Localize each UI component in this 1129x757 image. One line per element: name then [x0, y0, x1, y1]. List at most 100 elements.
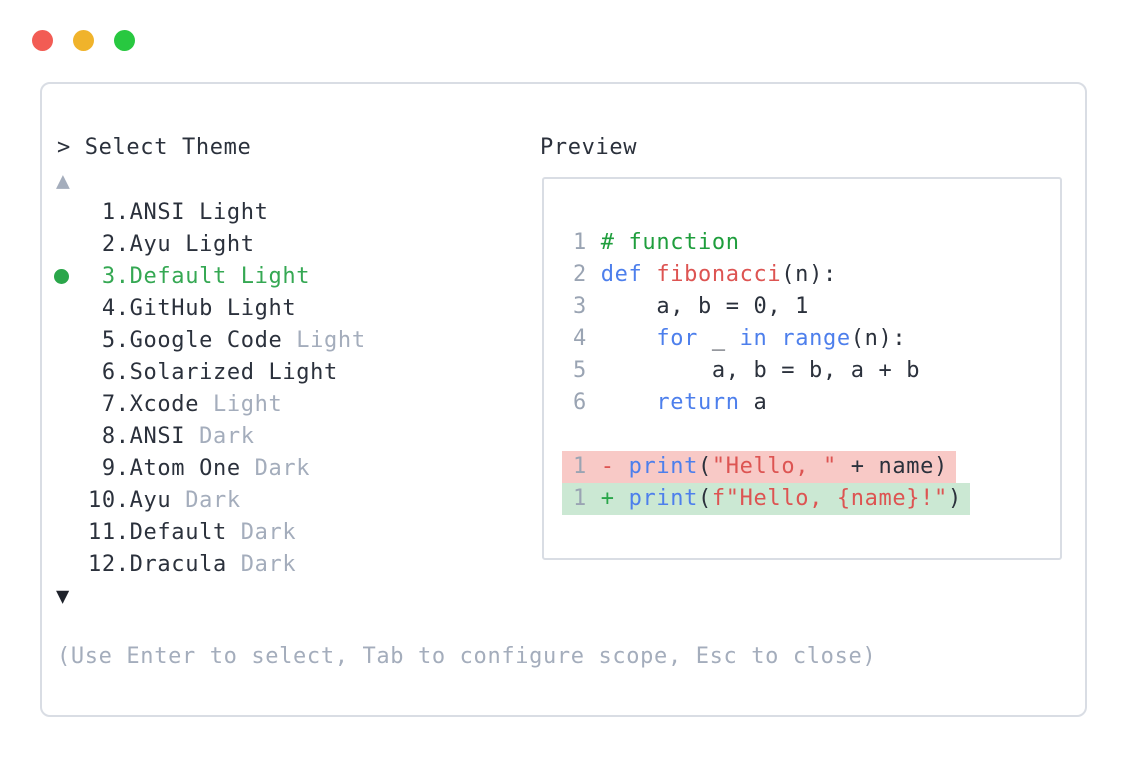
close-button[interactable] [32, 30, 53, 51]
theme-list-item[interactable]: 4. GitHub Light [42, 292, 512, 324]
code-token-plain [767, 326, 781, 351]
diff-line-added: 1 + print(f"Hello, {name}!") [562, 483, 1060, 515]
theme-item-number: 12. [88, 551, 130, 577]
code-token-plain: ( [698, 486, 712, 511]
code-token-plain [601, 390, 657, 415]
theme-item-label: Dark [185, 487, 241, 513]
theme-item-number: 2. [88, 231, 130, 257]
code-token-plain: (n): [850, 326, 907, 351]
theme-item-label: Ayu Light [129, 231, 255, 257]
scroll-down-icon[interactable]: ▼ [56, 584, 70, 609]
theme-list-item[interactable]: 10. Ayu Dark [42, 484, 512, 516]
code-token-plain [615, 486, 629, 511]
code-token-str: f"Hello, {name}!" [711, 486, 948, 511]
selection-gutter [54, 268, 88, 284]
code-token-minus: - [600, 454, 615, 479]
line-number: 2 [573, 262, 587, 287]
line-number: 3 [573, 294, 587, 319]
code-token-kw: return [656, 390, 740, 415]
theme-item-number: 1. [88, 199, 130, 225]
line-number: 1 [573, 230, 587, 255]
code-token-kw: def [600, 262, 643, 287]
code-token-plain: ( [698, 454, 712, 479]
code-line-content: 6 return a [573, 387, 767, 419]
keyboard-hints: (Use Enter to select, Tab to configure s… [57, 644, 877, 669]
maximize-button[interactable] [114, 30, 135, 51]
code-line: 3 a, b = 0, 1 [573, 291, 1060, 323]
code-token-plain: ) [947, 486, 962, 511]
theme-item-label: Atom One [129, 455, 255, 481]
code-token-plain: a [739, 390, 768, 415]
line-number: 1 [573, 486, 587, 511]
code-line-content: 1 # function [573, 227, 740, 259]
code-token-fn: fibonacci [656, 262, 782, 287]
code-token-plain: a, b = 0, 1 [600, 294, 810, 319]
theme-item-label: Ayu [129, 487, 186, 513]
code-line-content: 1 + print(f"Hello, {name}!") [562, 483, 970, 515]
code-token-str: "Hello, " [711, 454, 837, 479]
scroll-up-icon[interactable]: ▲ [56, 168, 71, 194]
theme-item-label: GitHub Light [129, 295, 297, 321]
code-token-plain [601, 326, 657, 351]
theme-list-item[interactable]: 9. Atom One Dark [42, 452, 512, 484]
theme-list-item[interactable]: 3. Default Light [42, 260, 512, 292]
line-number: 6 [573, 390, 587, 415]
preview-title: Preview [540, 135, 638, 160]
code-token-kw: range [781, 326, 851, 351]
theme-item-label: Dark [199, 423, 255, 449]
theme-item-label: Xcode [129, 391, 213, 417]
theme-item-number: 3. [88, 263, 130, 289]
code-line-content: 2 def fibonacci(n): [573, 259, 837, 291]
theme-item-number: 5. [88, 327, 130, 353]
code-line-content: 4 for _ in range(n): [573, 323, 906, 355]
code-line: 4 for _ in range(n): [573, 323, 1060, 355]
theme-list-item[interactable]: 8. ANSI Dark [42, 420, 512, 452]
theme-item-number: 4. [88, 295, 130, 321]
code-line: 5 a, b = b, a + b [573, 355, 1060, 387]
theme-list-item[interactable]: 2. Ayu Light [42, 228, 512, 260]
theme-item-number: 10. [88, 487, 130, 513]
code-line: 6 return a [573, 387, 1060, 419]
code-line-content: 5 a, b = b, a + b [573, 355, 920, 387]
theme-list-item[interactable]: 1. ANSI Light [42, 196, 512, 228]
theme-list-item[interactable]: 7. Xcode Light [42, 388, 512, 420]
code-token-kw: in [739, 326, 768, 351]
code-token-comment: # function [600, 230, 740, 255]
theme-item-number: 6. [88, 359, 130, 385]
code-line: 2 def fibonacci(n): [573, 259, 1060, 291]
theme-list-item[interactable]: 6. Solarized Light [42, 356, 512, 388]
theme-item-label: Dracula [129, 551, 241, 577]
code-token-plain [642, 262, 656, 287]
theme-list-item[interactable]: 12. Dracula Dark [42, 548, 512, 580]
theme-item-label: Light [212, 391, 283, 417]
code-token-plain: a, b = b, a + b [600, 358, 921, 383]
code-token-kw: print [628, 454, 698, 479]
code-token-plain [615, 454, 629, 479]
code-line-content: 3 a, b = 0, 1 [573, 291, 809, 323]
theme-item-label: Solarized Light [129, 359, 338, 385]
theme-item-number: 7. [88, 391, 130, 417]
diff-line-removed: 1 - print("Hello, " + name) [562, 451, 1060, 483]
line-number: 4 [573, 326, 587, 351]
theme-item-label: ANSI [129, 423, 200, 449]
theme-item-label: Light [296, 327, 366, 353]
window-controls [32, 30, 135, 51]
code-token-plus: + [600, 486, 615, 511]
theme-list-item[interactable]: 5. Google Code Light [42, 324, 512, 356]
theme-list-item[interactable]: 11. Default Dark [42, 516, 512, 548]
minimize-button[interactable] [73, 30, 94, 51]
theme-item-label: Dark [240, 551, 297, 577]
code-line: 1 # function [573, 227, 1060, 259]
theme-item-label: Google Code [129, 327, 297, 353]
theme-selector-window: > Select Theme ▲ 1. ANSI Light 2. Ayu Li… [40, 82, 1087, 717]
theme-item-number: 8. [88, 423, 130, 449]
line-number: 5 [573, 358, 587, 383]
selected-dot-icon [54, 268, 69, 284]
code-token-kw: print [628, 486, 698, 511]
code-line-content: 1 - print("Hello, " + name) [562, 451, 956, 483]
theme-item-number: 11. [88, 519, 130, 545]
code-token-kw: for [656, 326, 698, 351]
theme-item-label: Default [129, 519, 241, 545]
theme-item-label: Dark [240, 519, 297, 545]
